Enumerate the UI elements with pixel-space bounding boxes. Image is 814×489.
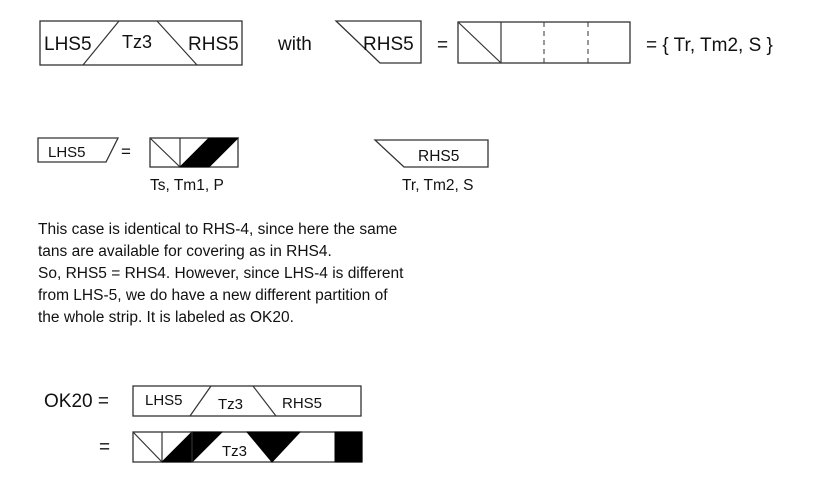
ok20-tiled-strip: Tz3 — [132, 431, 363, 463]
ok20-divider-right — [252, 385, 277, 417]
paragraph-line: the whole strip. It is labeled as OK20. — [38, 309, 294, 326]
equals-top: = — [437, 35, 448, 56]
main-strip-frame — [39, 20, 243, 66]
equals-lhs: = — [121, 142, 131, 161]
main-strip-label-rhs: RHS5 — [188, 34, 239, 55]
ok20-strip: LHS5 Tz3 RHS5 — [132, 385, 362, 417]
paragraph-line: So, RHS5 = RHS4. However, since LHS-4 is… — [38, 265, 404, 282]
lhs-shape-outline — [37, 137, 120, 163]
main-strip-divider-right — [156, 20, 198, 66]
paragraph-line: This case is identical to RHS-4, since h… — [38, 221, 398, 238]
rhs-shape-top: RHS5 — [334, 20, 422, 64]
with-text: with — [277, 34, 312, 55]
partition-strip-top — [457, 21, 631, 64]
ok20-tile-square — [334, 431, 363, 463]
paragraph-line: from LHS-5, we do have a new different p… — [38, 287, 388, 304]
paragraph-line: tans are available for covering as in RH… — [38, 243, 332, 260]
rhs-shape-top-outline — [334, 20, 422, 64]
rhs-tiles-caption: Tr, Tm2, S — [402, 177, 473, 194]
equals-bottom: = — [99, 437, 110, 458]
main-strip-label-tz: Tz3 — [122, 32, 152, 52]
ok20-tiled-label: Tz3 — [222, 443, 247, 460]
rhs-shape-mid-outline — [373, 139, 489, 168]
lhs-shape: LHS5 — [37, 137, 120, 163]
ok20-strip-label-rhs: RHS5 — [282, 395, 322, 412]
ok20-strip-frame — [132, 385, 362, 417]
main-strip-divider-left — [82, 20, 120, 66]
partition-diagonal — [457, 21, 502, 64]
ok20-label: OK20 = — [44, 391, 109, 412]
result-set: = { Tr, Tm2, S } — [646, 35, 773, 56]
main-strip: LHS5 Tz3 RHS5 — [39, 20, 243, 66]
ok20-tile-triangle — [245, 431, 302, 463]
explanation-paragraph: This case is identical to RHS-4, since h… — [38, 219, 458, 329]
rhs-shape-mid-label: RHS5 — [418, 148, 459, 165]
lhs-tiles — [149, 137, 240, 168]
main-strip-label-lhs: LHS5 — [44, 34, 92, 55]
ok20-strip-label-tz: Tz3 — [218, 396, 243, 413]
ok20-divider-left — [189, 385, 212, 417]
lhs-tile-ts-edge — [149, 137, 181, 168]
lhs-shape-label: LHS5 — [48, 144, 86, 161]
ok20-strip-label-lhs: LHS5 — [145, 392, 183, 409]
rhs-shape-mid: RHS5 — [373, 139, 489, 168]
rhs-shape-top-label: RHS5 — [363, 34, 414, 55]
ok20-tile-ts-edge — [132, 431, 163, 463]
lhs-tiles-caption: Ts, Tm1, P — [150, 177, 224, 194]
lhs-tile-parallelogram — [178, 137, 240, 168]
